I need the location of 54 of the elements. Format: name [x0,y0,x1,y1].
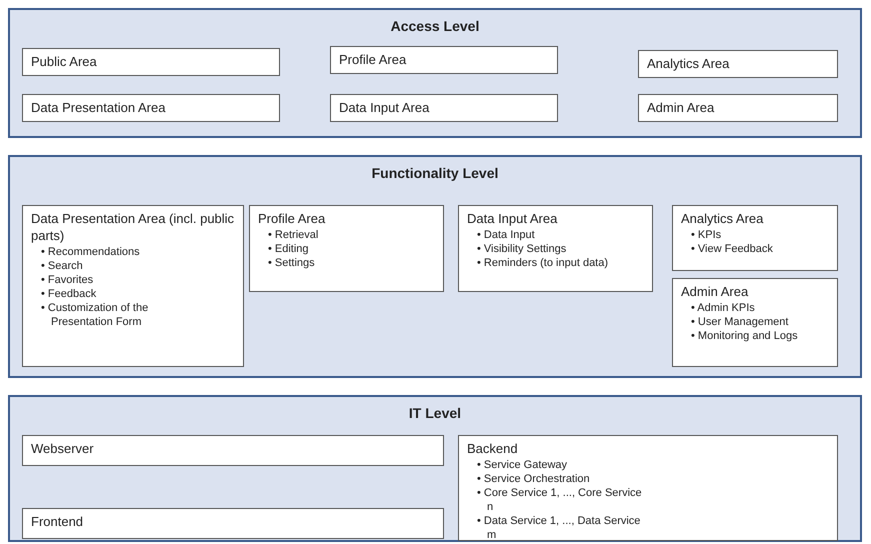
bullet-item: • Favorites [41,273,94,287]
box-heading: Profile Area [258,210,326,227]
box-heading: Analytics Area [647,55,730,72]
bullet-item: • Settings [268,256,316,270]
area-box [22,205,244,367]
band-title: IT Level [408,405,462,421]
area-box [638,94,838,122]
box-heading: Analytics Area [681,210,764,227]
area-box [672,278,838,367]
box-heading: Public Area [31,53,98,70]
bullet-item: • Monitoring and Logs [691,329,799,343]
box-heading: Data Input Area [339,99,430,116]
area-box [330,46,558,74]
bullet-item: • Core Service 1, ..., Core Service n [477,486,643,514]
bullet-item: • Visibility Settings [477,242,568,256]
bullet-item: • Recommendations [41,245,141,259]
area-box [638,50,838,78]
area-box [458,205,653,292]
bullet-item: • Service Orchestration [477,472,591,486]
bullet-item: • KPIs [691,228,722,242]
level-band [8,8,862,138]
box-heading: Webserver [31,440,95,457]
bullet-item: • Admin KPIs [691,301,756,315]
bullet-item: • Feedback [41,287,98,301]
bullet-item: • Data Service 1, ..., Data Service m [477,514,642,542]
area-box [330,94,558,122]
band-title: Access Level [390,18,480,34]
level-band [8,395,862,542]
bullet-item: • Reminders (to input data) [477,256,610,270]
box-heading: Data Presentation Area [31,99,166,116]
bullet-item: • Service Gateway [477,458,568,472]
box-heading: Admin Area [681,283,750,300]
area-box [22,435,444,466]
area-box [672,205,838,271]
box-heading: Profile Area [339,51,408,68]
area-box [249,205,444,292]
bullet-item: • Search [41,259,84,273]
area-box [22,94,280,122]
band-title: Functionality Level [370,165,500,181]
bullet-item: • Retrieval [268,228,320,242]
bullet-item: • View Feedback [691,242,774,256]
area-box [22,508,444,539]
box-heading: Backend [467,440,519,457]
bullet-item: • Data Input [477,228,536,242]
bullet-item: • User Management [691,315,790,329]
box-heading: Data Presentation Area (incl. public parts) [31,210,235,244]
area-box [458,435,838,541]
box-heading: Admin Area [647,99,716,116]
box-heading: Frontend [31,513,84,530]
box-heading: Data Input Area [467,210,558,227]
area-box [22,48,280,76]
level-band [8,155,862,378]
bullet-item: • Editing [268,242,310,256]
bullet-item: • Customization of the Presentation Form [41,301,150,329]
